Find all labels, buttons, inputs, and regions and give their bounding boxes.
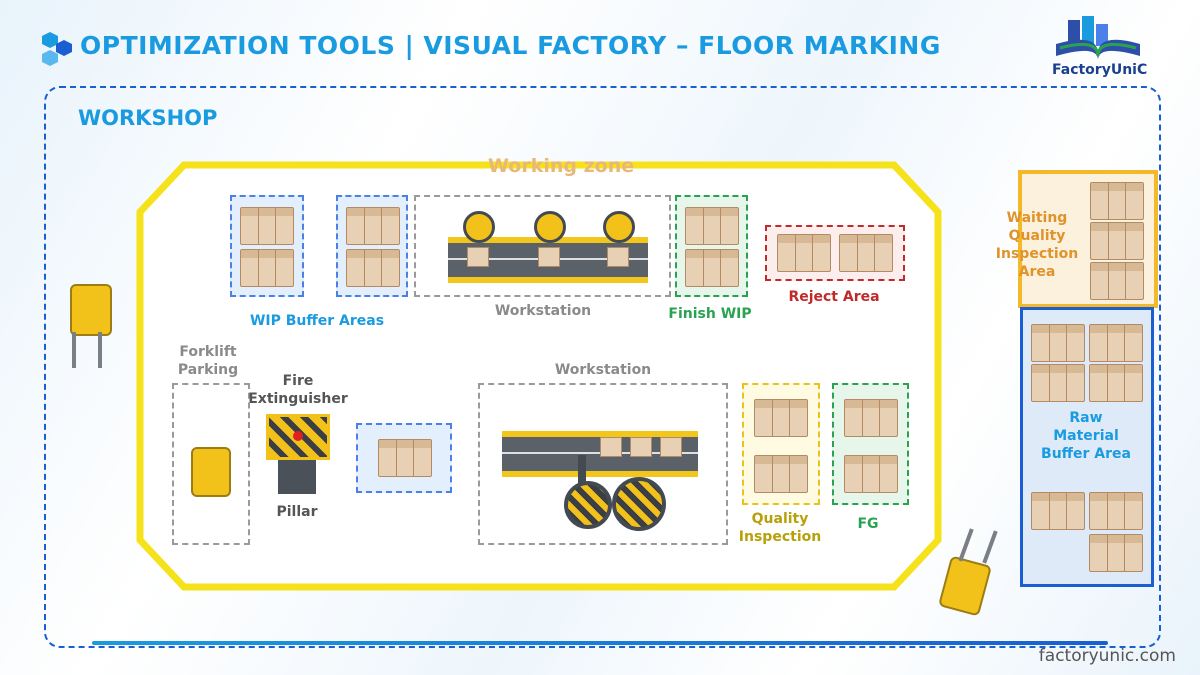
- quality-inspection-label: Quality Inspection: [738, 511, 822, 545]
- product-box: [467, 247, 489, 267]
- pallet: [839, 234, 893, 272]
- workstation-bottom: [478, 383, 728, 545]
- waiting-quality-inspection-area: [1018, 170, 1158, 308]
- gear-wheel-icon: [564, 481, 612, 529]
- product-box: [607, 247, 629, 267]
- product-box: [660, 437, 682, 457]
- pallet: [1031, 492, 1085, 530]
- forklift-fork: [98, 332, 102, 368]
- pallet: [240, 207, 294, 245]
- product-box: [538, 247, 560, 267]
- pallet: [844, 455, 898, 493]
- pallet: [1031, 324, 1085, 362]
- fire-extinguisher-area: [266, 414, 330, 460]
- raw-material-buffer-area: [1020, 307, 1154, 587]
- pallet: [754, 399, 808, 437]
- wip-buffer-area-1: [230, 195, 304, 297]
- quality-inspection-area: [742, 383, 820, 505]
- workstation-top: [414, 195, 671, 297]
- wip-buffer-area-2: [336, 195, 408, 297]
- workstation-bottom-label: Workstation: [554, 362, 652, 378]
- pallet: [777, 234, 831, 272]
- robot-arm-icon: [578, 455, 586, 485]
- pallet: [240, 249, 294, 287]
- pallet: [1089, 492, 1143, 530]
- website-url: factoryunic.com: [1038, 646, 1176, 666]
- pallet: [1031, 364, 1085, 402]
- fire-extinguisher-label: Fire Extinguisher: [248, 373, 348, 407]
- pallet: [1090, 222, 1144, 260]
- pallet: [685, 249, 739, 287]
- pallet: [346, 207, 400, 245]
- pallet: [378, 439, 432, 477]
- waiting-quality-inspection-label: Waiting Quality Inspection Area: [995, 210, 1079, 280]
- pallet: [1089, 534, 1143, 572]
- reject-area-label: Reject Area: [788, 289, 880, 305]
- fg-label: FG: [857, 516, 879, 532]
- pillar: [278, 460, 316, 494]
- forklift-icon: [70, 284, 112, 336]
- working-zone-label: Working zone: [488, 155, 635, 177]
- wip-buffer-label: WIP Buffer Areas: [249, 313, 385, 329]
- workshop-label: WORKSHOP: [78, 106, 218, 130]
- pillar-label: Pillar: [276, 504, 318, 520]
- fg-area: [832, 383, 909, 505]
- pallet: [844, 399, 898, 437]
- gear-wheel-icon: [612, 477, 666, 531]
- pallet: [754, 455, 808, 493]
- pallet: [1090, 262, 1144, 300]
- forklift-parking-area: [172, 383, 250, 545]
- robot-arm-icon: [603, 211, 635, 243]
- wip-buffer-area-3: [356, 423, 452, 493]
- pallet: [1090, 182, 1144, 220]
- page-title: OPTIMIZATION TOOLS | VISUAL FACTORY – FL…: [80, 31, 941, 60]
- forklift-parking-label: Forklift Parking: [177, 344, 239, 378]
- reject-area: [765, 225, 905, 281]
- product-box: [630, 437, 652, 457]
- logo-hexagons-icon: [42, 32, 72, 66]
- fire-extinguisher-icon: [293, 431, 303, 441]
- factoryunic-logo-icon: [1056, 16, 1140, 60]
- brand-name: FactoryUniC: [1052, 62, 1148, 78]
- finish-wip-area: [675, 195, 748, 297]
- bottom-accent-bar: [92, 641, 1108, 645]
- pallet: [1089, 324, 1143, 362]
- forklift-fork: [72, 332, 76, 368]
- pallet: [346, 249, 400, 287]
- pallet: [685, 207, 739, 245]
- workstation-top-label: Workstation: [494, 303, 592, 319]
- robot-arm-icon: [463, 211, 495, 243]
- finish-wip-label: Finish WIP: [668, 306, 752, 322]
- workshop-boundary: [44, 86, 1161, 648]
- robot-arm-icon: [534, 211, 566, 243]
- forklift-icon: [191, 447, 231, 497]
- pallet: [1089, 364, 1143, 402]
- raw-material-buffer-label: Raw Material Buffer Area: [1041, 410, 1131, 462]
- product-box: [600, 437, 622, 457]
